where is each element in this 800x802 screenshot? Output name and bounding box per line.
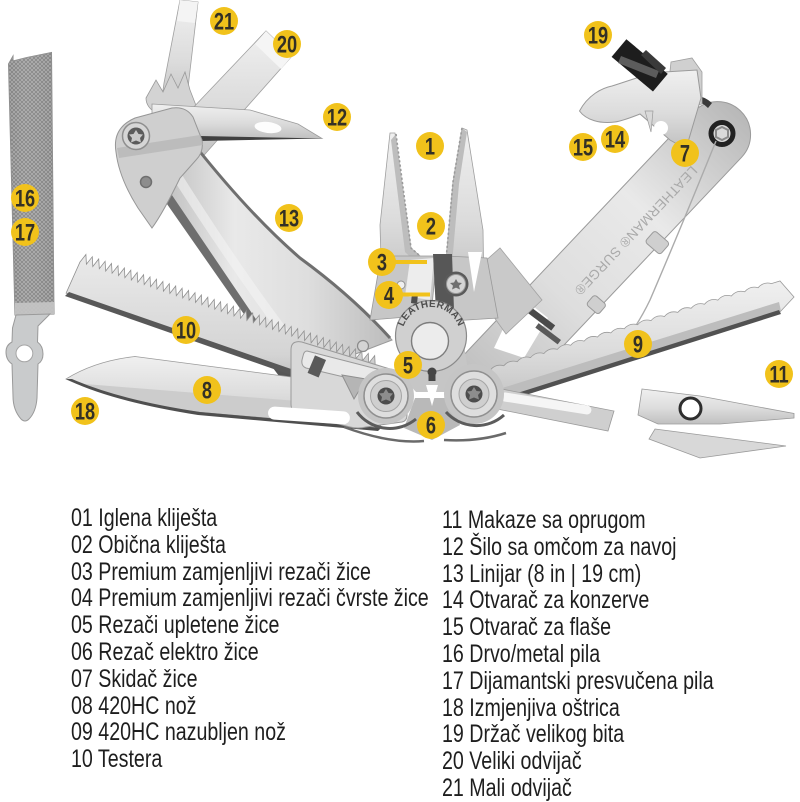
svg-text:10: 10: [176, 317, 196, 344]
svg-text:15: 15: [573, 134, 593, 161]
svg-text:5: 5: [403, 352, 413, 379]
svg-text:12: 12: [327, 104, 347, 131]
svg-text:9: 9: [633, 331, 643, 358]
svg-text:3: 3: [377, 249, 387, 276]
svg-text:11: 11: [769, 361, 788, 388]
svg-text:8: 8: [202, 377, 212, 404]
svg-text:20: 20: [277, 31, 297, 58]
svg-text:14: 14: [605, 126, 625, 153]
svg-text:17: 17: [15, 219, 35, 246]
svg-text:7: 7: [680, 140, 690, 167]
svg-text:16: 16: [15, 185, 35, 212]
svg-text:18: 18: [75, 398, 95, 425]
svg-text:19: 19: [588, 22, 608, 49]
svg-text:4: 4: [384, 282, 394, 309]
svg-text:13: 13: [279, 205, 299, 232]
svg-text:21: 21: [214, 8, 234, 35]
svg-text:1: 1: [425, 133, 435, 160]
svg-text:2: 2: [426, 213, 436, 240]
svg-text:6: 6: [426, 412, 436, 439]
